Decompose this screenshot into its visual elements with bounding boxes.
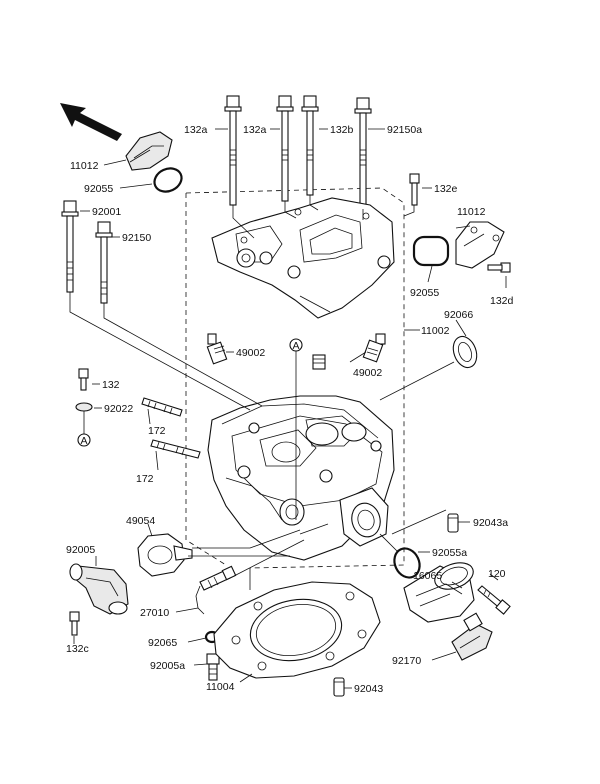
o-ring-92055a <box>393 547 421 579</box>
reference-circle-icon: A <box>289 338 303 352</box>
leader-lines <box>69 128 507 689</box>
bolt-132c <box>69 611 80 636</box>
label-92001: 92001 <box>92 206 121 218</box>
label-120: 120 <box>488 568 506 580</box>
bolt-132 <box>78 368 89 391</box>
part-number-labels: 132a 132a 132b 92150a 11012 92055 132e 1… <box>66 124 514 695</box>
clamp-92170 <box>451 612 493 661</box>
dowel-pin-92043a <box>447 513 459 533</box>
label-132d: 132d <box>490 295 514 307</box>
label-92022: 92022 <box>104 403 133 415</box>
head-bolt-132a-1 <box>224 95 242 206</box>
label-92150: 92150 <box>122 232 151 244</box>
label-132e: 132e <box>434 183 458 195</box>
label-132: 132 <box>102 379 120 391</box>
bolt-92001 <box>61 200 79 293</box>
label-92170: 92170 <box>392 655 421 667</box>
reference-circle-icon: A <box>77 433 91 447</box>
washer-92022 <box>75 402 93 412</box>
label-92055-right: 92055 <box>410 287 439 299</box>
sensor-49002-left <box>206 333 228 365</box>
label-11002: 11002 <box>421 325 450 337</box>
svg-text:A: A <box>80 435 87 447</box>
label-92005: 92005 <box>66 544 95 556</box>
plug-center <box>312 354 326 370</box>
head-gasket-11004 <box>213 581 381 679</box>
o-ring-92066 <box>452 335 478 369</box>
head-bolt-132a-2 <box>276 95 294 202</box>
label-16065: 16065 <box>413 570 442 582</box>
label-92065: 92065 <box>148 637 177 649</box>
gasket-92055-left <box>153 167 183 193</box>
svg-text:A: A <box>292 340 299 352</box>
label-49054: 49054 <box>126 515 155 527</box>
inspection-cap-left-11012 <box>125 131 173 171</box>
front-direction-arrow-icon <box>60 103 122 141</box>
label-132a-1: 132a <box>184 124 208 136</box>
label-132b: 132b <box>330 124 354 136</box>
label-172-lower: 172 <box>136 473 154 485</box>
cylinder-head-cover <box>211 197 395 319</box>
label-92055a: 92055a <box>432 547 467 559</box>
label-132c: 132c <box>66 643 89 655</box>
label-132a-2: 132a <box>243 124 267 136</box>
gasket-92055-right <box>412 235 450 267</box>
label-92055-left: 92055 <box>84 183 113 195</box>
bolt-92150 <box>95 221 113 304</box>
label-11012-right: 11012 <box>457 206 486 218</box>
screw-120 <box>477 585 511 615</box>
intake-pipe-16065 <box>403 562 475 623</box>
head-bolt-132b <box>301 95 319 196</box>
stud-172-lower <box>150 439 201 459</box>
sensor-27010 <box>195 565 237 615</box>
label-92066: 92066 <box>444 309 473 321</box>
label-11004: 11004 <box>206 681 235 693</box>
label-172-upper: 172 <box>148 425 166 437</box>
stud-172-upper <box>141 397 183 417</box>
label-92005a: 92005a <box>150 660 185 672</box>
bolt-132d <box>487 262 511 273</box>
label-49002-right: 49002 <box>353 367 382 379</box>
label-92043a: 92043a <box>473 517 508 529</box>
thermostat-49054 <box>137 533 193 577</box>
label-27010: 27010 <box>140 607 169 619</box>
fitting-92005a <box>206 653 220 681</box>
inspection-cap-right-11012 <box>455 221 505 269</box>
label-49002-left: 49002 <box>236 347 265 359</box>
water-pipe-92005 <box>69 563 129 615</box>
label-11012-left: 11012 <box>70 160 99 172</box>
dowel-pin-92043 <box>333 677 345 697</box>
cylinder-head <box>207 395 395 561</box>
label-92150a: 92150a <box>387 124 422 136</box>
sensor-49002-right <box>362 333 386 363</box>
label-92043: 92043 <box>354 683 383 695</box>
assembly-outline <box>185 187 405 569</box>
stud-bolt-92150a <box>354 97 372 210</box>
bolt-132e <box>409 173 420 206</box>
